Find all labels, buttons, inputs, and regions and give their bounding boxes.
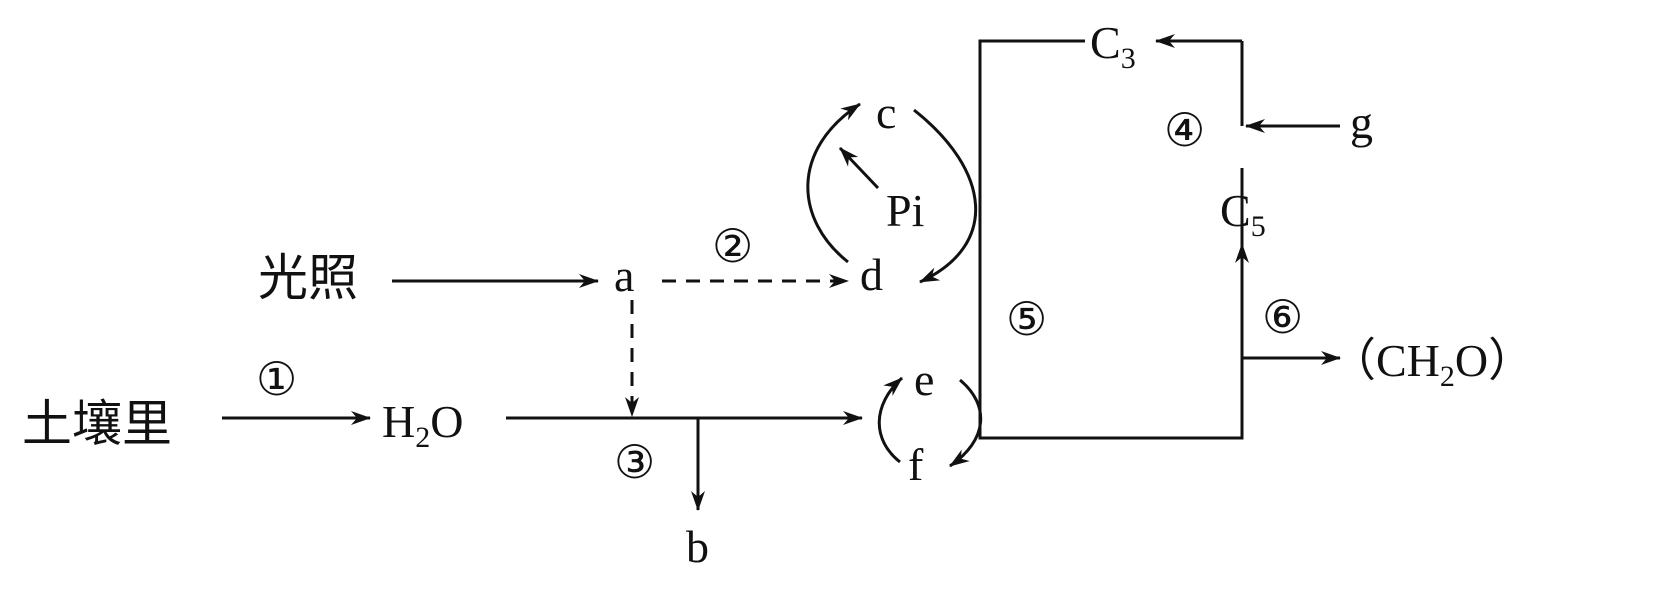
d-to-c-curved-arrow (806, 102, 861, 264)
e-to-f-curved-arrow (949, 378, 983, 468)
label-c5: C5 (1220, 185, 1266, 243)
ch2o-ch: CH (1376, 335, 1440, 386)
step-3-marker: ③ (614, 437, 655, 488)
light-label: 光照 (258, 249, 358, 307)
water-h: H (382, 396, 415, 447)
label-f: f (908, 439, 924, 490)
pi-to-c-arrow (838, 146, 880, 190)
water-label: H2O (382, 396, 463, 454)
ch2o-close-paren: ） (1488, 333, 1534, 387)
label-e: e (914, 354, 934, 405)
c-to-d-curved-arrow (913, 108, 978, 284)
label-d: d (860, 249, 883, 300)
label-pi: Pi (886, 185, 924, 236)
soil-label: 土壤里 (22, 395, 172, 453)
c5-subscript: 5 (1251, 210, 1266, 243)
label-c: c (876, 87, 896, 138)
ch2o-subscript: 2 (1440, 360, 1455, 393)
step-4-marker: ④ (1164, 105, 1205, 156)
label-ch2o: （CH2O） (1330, 333, 1534, 393)
ch2o-o: O (1455, 335, 1488, 386)
water-o: O (430, 396, 463, 447)
ch2o-open-paren: （ (1330, 333, 1376, 387)
step-6-marker: ⑥ (1262, 292, 1303, 343)
label-b: b (686, 521, 709, 572)
f-to-e-curved-arrow (877, 376, 904, 464)
step-5-marker: ⑤ (1006, 294, 1047, 345)
step-2-marker: ② (712, 221, 753, 272)
c3-subscript: 3 (1121, 42, 1136, 75)
water-subscript: 2 (415, 421, 430, 454)
cycle-box-outline (978, 39, 1244, 440)
label-g: g (1350, 97, 1373, 148)
label-c3: C3 (1090, 17, 1136, 75)
step-1-marker: ① (256, 354, 297, 405)
c5-main: C (1220, 185, 1251, 236)
c3-main: C (1090, 17, 1121, 68)
label-a: a (614, 250, 634, 301)
